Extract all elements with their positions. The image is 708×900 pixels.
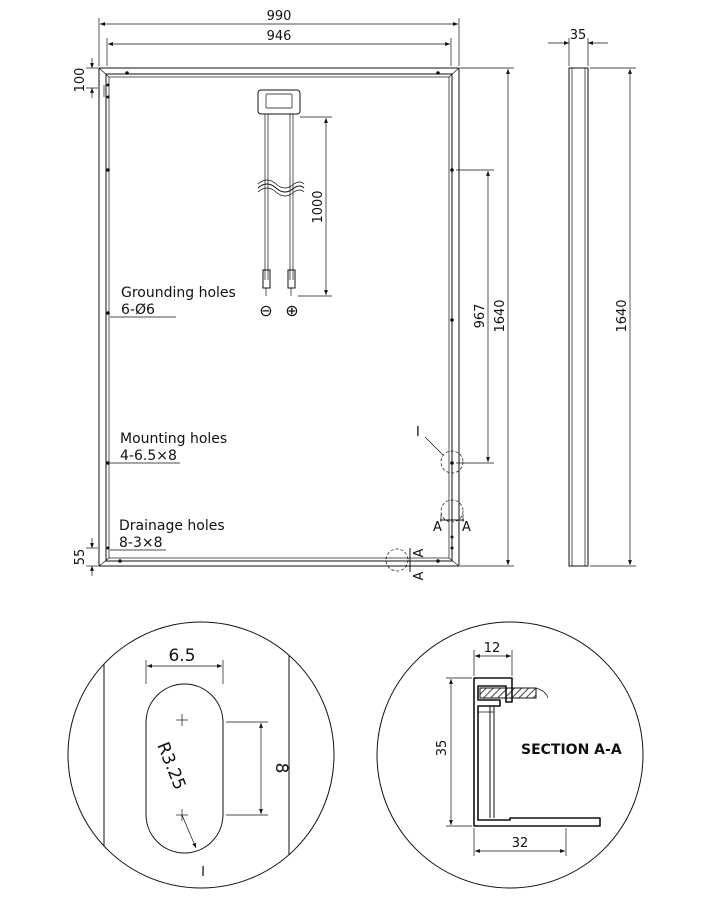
dim-1640-back: 1640	[493, 299, 508, 332]
polarity-negative-symbol: ⊖	[259, 301, 272, 320]
dim-990: 990	[267, 9, 292, 24]
section-aa-view: 12 35 32 SECTION A-A	[376, 621, 644, 889]
dim-8: 8	[271, 763, 291, 774]
section-aa-circle	[376, 621, 644, 889]
dim-946: 946	[267, 29, 292, 44]
dim-6-5: 6.5	[168, 646, 195, 666]
drainage-hole	[106, 83, 110, 87]
grounding-holes-note: Grounding holes 6-Ø6	[110, 285, 236, 318]
frame-profile	[473, 677, 601, 827]
section-aa-title: SECTION A-A	[521, 742, 622, 758]
polarity-positive-symbol: ⊕	[285, 301, 298, 320]
section-a-label-right: A	[462, 520, 471, 535]
detail-i-callout: I	[416, 425, 420, 440]
dim-radius: R3.25	[152, 739, 189, 793]
panel-side-view: 35 1640	[548, 28, 636, 567]
mounting-hole	[450, 168, 454, 172]
grounding-hole	[450, 318, 454, 322]
panel-inner-frame	[105, 73, 453, 562]
detail-i-marker	[440, 450, 464, 474]
section-a-marker-right	[440, 499, 464, 523]
dim-35-side: 35	[570, 28, 587, 43]
grounding-hole	[106, 311, 110, 315]
dim-1640-side: 1640	[615, 299, 630, 332]
grounding-hole	[125, 71, 129, 75]
section-a-label-bottom: A	[412, 571, 427, 580]
mounting-hole	[450, 461, 454, 465]
svg-text:Drainage holes: Drainage holes	[119, 518, 225, 534]
dim-1000: 1000	[311, 190, 326, 223]
svg-text:8-3×8: 8-3×8	[119, 535, 163, 551]
section-a-label-left: A	[433, 520, 442, 535]
drainage-holes-note: Drainage holes 8-3×8	[110, 518, 225, 551]
dim-line-radius	[181, 814, 197, 849]
dim-967: 967	[473, 304, 488, 329]
mounting-holes-note: Mounting holes 4-6.5×8	[110, 431, 227, 464]
drainage-hole	[450, 546, 454, 550]
drainage-hole	[106, 546, 110, 550]
svg-text:6-Ø6: 6-Ø6	[121, 302, 155, 318]
dim-35-section: 35	[435, 740, 450, 757]
drainage-hole	[450, 535, 454, 539]
side-frame	[568, 67, 589, 567]
detail-i-view: 6.5 8 R3.25 I	[67, 621, 335, 889]
dim-100: 100	[73, 68, 88, 93]
grounding-hole	[118, 559, 122, 563]
svg-text:4-6.5×8: 4-6.5×8	[120, 448, 177, 464]
dim-55: 55	[73, 549, 88, 566]
panel-outer-frame	[98, 67, 460, 567]
glass-laminate	[479, 687, 537, 699]
detail-i-circle	[67, 621, 335, 889]
panel-back-view: 990 946 100 55	[73, 9, 514, 580]
section-a-label-top: A	[412, 548, 427, 557]
grounding-hole	[436, 71, 440, 75]
dim-12: 12	[484, 641, 501, 656]
detail-i-label: I	[201, 865, 205, 880]
connector-positive	[287, 269, 296, 289]
svg-text:Mounting holes: Mounting holes	[120, 431, 227, 447]
dim-32: 32	[512, 836, 529, 851]
connector-negative	[262, 269, 271, 289]
mounting-hole	[106, 461, 110, 465]
mounting-hole	[106, 168, 110, 172]
grounding-hole	[436, 559, 440, 563]
section-a-marker-bottom	[385, 548, 409, 572]
junction-box	[257, 89, 301, 115]
svg-text:Grounding holes: Grounding holes	[121, 285, 236, 301]
drainage-hole	[106, 95, 110, 99]
mounting-slot	[145, 683, 224, 854]
